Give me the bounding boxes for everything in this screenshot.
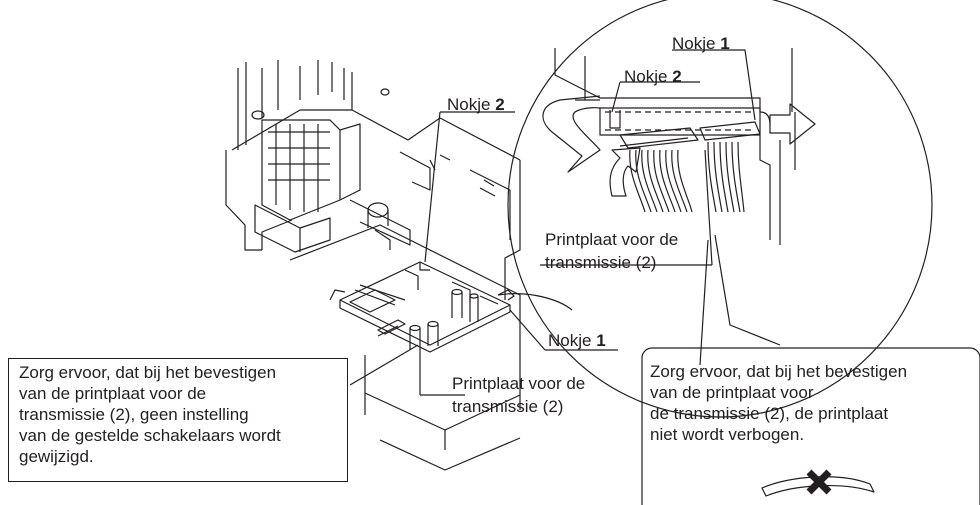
detail-magnifier [507,0,933,418]
note-left: Zorg ervoor, dat bij het bevestigen van … [8,358,348,482]
cross-mark-icon [806,469,832,495]
label-pcb-detail: Printplaat voor de transmissie (2) [545,230,679,272]
label-tab1-main: Nokje 1 [548,331,606,350]
label-pcb-main: Printplaat voor de transmissie (2) [452,374,586,416]
label-tab2-detail: Nokje 2 [624,67,682,86]
label-tab1-detail: Nokje 1 [672,34,730,53]
leader-lines [349,49,781,396]
control-box-drawing [225,60,521,471]
note-right: Zorg ervoor, dat bij het bevestigen van … [650,362,908,444]
bent-board-warning [761,476,875,497]
detail-drawing [542,48,816,245]
label-tab2-main: Nokje 2 [447,95,505,114]
